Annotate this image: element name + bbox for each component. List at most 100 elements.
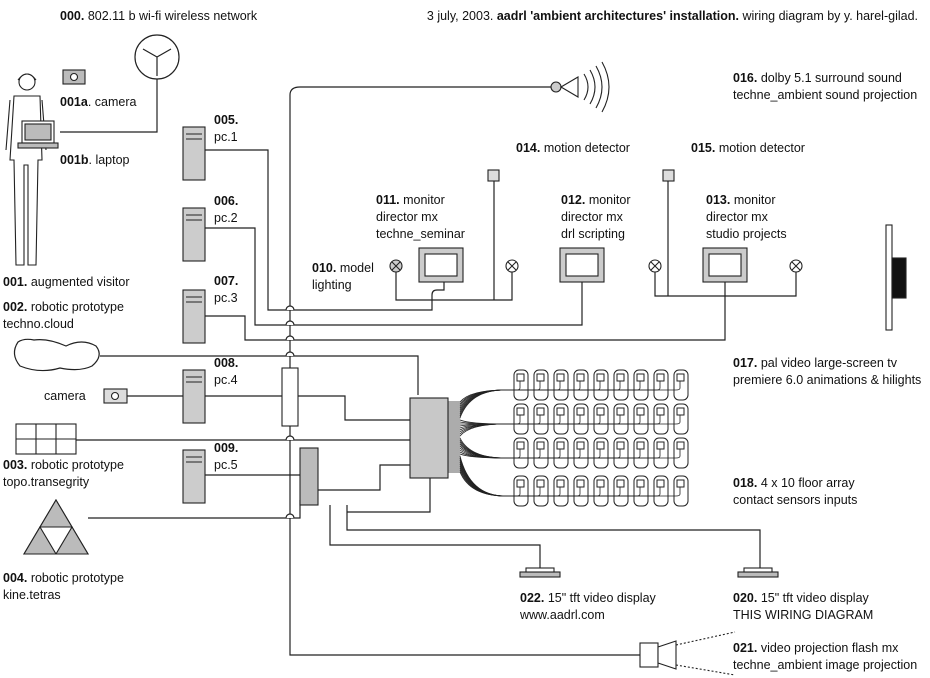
floor-sensor-contact — [596, 479, 605, 488]
camera-left-icon — [103, 388, 128, 404]
floor-sensor-contact — [556, 441, 565, 450]
label-001a: 001a. camera — [60, 95, 137, 109]
label-006: 006.pc.2 — [214, 194, 239, 225]
laptop-icon — [17, 120, 59, 149]
floor-sensor-contact — [576, 479, 585, 488]
floor-sensor-contact — [596, 441, 605, 450]
hub-down-wire — [347, 470, 431, 513]
pc3-wire — [205, 282, 726, 341]
label-001: 001. augmented visitor — [3, 275, 130, 289]
large-screen-tv-icon — [885, 224, 907, 331]
label-005: 005.pc.1 — [214, 113, 239, 144]
floor-sensor-contact — [676, 479, 685, 488]
label-001b: 001b. laptop — [60, 153, 130, 167]
floor-sensor-contact — [556, 407, 565, 416]
floor-sensor-contact — [636, 441, 645, 450]
floor-sensor-contact — [656, 479, 665, 488]
floor-sensor-wire — [448, 471, 681, 497]
box-to-hub-wire — [318, 464, 410, 491]
label-008: 008.pc.4 — [214, 356, 239, 387]
floor-sensor-contact — [676, 441, 685, 450]
wifi-label: 000. 802.11 b wi-fi wireless network — [60, 9, 258, 23]
display-020-wire — [346, 505, 761, 568]
projector-icon — [639, 631, 736, 676]
floor-sensor-wire — [448, 381, 681, 419]
floor-sensor-contact — [676, 373, 685, 382]
floor-sensor-contact — [676, 407, 685, 416]
floor-sensor-contact — [636, 479, 645, 488]
floor-sensor-contact — [536, 373, 545, 382]
floor-sensor-contact — [616, 479, 625, 488]
speaker-wire — [289, 86, 552, 96]
diagram-title: 3 july, 2003. aadrl 'ambient architectur… — [426, 9, 918, 23]
floor-sensor-contact — [516, 441, 525, 450]
floor-sensor-contact — [616, 441, 625, 450]
techno-cloud-icon — [13, 338, 100, 372]
floor-sensor-contact — [536, 441, 545, 450]
floor-sensor-contact — [576, 441, 585, 450]
pc4-wire — [205, 395, 410, 421]
tft-display-icons — [519, 567, 779, 578]
floor-sensor-contact — [636, 407, 645, 416]
lamp-icons — [389, 259, 803, 273]
topo-grid-icon — [15, 423, 77, 455]
label-009: 009.pc.5 — [214, 441, 239, 472]
speaker-icon — [550, 61, 610, 113]
tetras-icon — [23, 498, 89, 555]
junction-boxes — [281, 367, 319, 506]
cloud-wire — [100, 355, 419, 395]
floor-sensor-contact — [596, 407, 605, 416]
floor-sensor-contact — [556, 373, 565, 382]
display-022-wire — [329, 505, 541, 568]
floor-sensor-contact — [576, 407, 585, 416]
floor-sensor-wire — [448, 449, 681, 459]
floor-sensor-contact — [516, 373, 525, 382]
pc-icons — [182, 126, 206, 504]
floor-sensor-contact — [656, 441, 665, 450]
pc2-wire — [205, 227, 583, 326]
bus-crossovers — [285, 305, 295, 519]
lighting-013-wire — [654, 268, 797, 297]
main-bus-wire — [289, 95, 640, 656]
floor-sensor-contact — [576, 373, 585, 382]
floor-sensor-contact — [616, 407, 625, 416]
floor-sensor-contact — [636, 373, 645, 382]
sensor-hub — [409, 397, 449, 479]
wifi-antenna-icon — [60, 34, 180, 133]
camera-label: camera — [44, 389, 86, 403]
floor-sensor-contact — [516, 407, 525, 416]
visitor-figure — [5, 73, 47, 266]
floor-sensor-contact — [616, 373, 625, 382]
floor-sensor-contact — [516, 479, 525, 488]
floor-sensor-wire — [448, 415, 681, 437]
lighting-011-wire — [395, 268, 513, 301]
floor-sensor-contact — [656, 407, 665, 416]
label-007: 007.pc.3 — [214, 274, 239, 305]
floor-sensor-contact — [536, 479, 545, 488]
floor-sensor-contact — [556, 479, 565, 488]
floor-sensor-contact — [656, 373, 665, 382]
floor-sensor-contact — [536, 407, 545, 416]
floor-array — [448, 369, 689, 507]
camera-001a-icon — [62, 69, 86, 85]
monitor-icons — [418, 247, 748, 283]
label-014: 014. motion detector — [516, 141, 630, 155]
floor-sensor-contact — [596, 373, 605, 382]
label-015: 015. motion detector — [691, 141, 805, 155]
motion-detector-icons — [487, 169, 675, 182]
pc1-wire — [205, 149, 445, 311]
